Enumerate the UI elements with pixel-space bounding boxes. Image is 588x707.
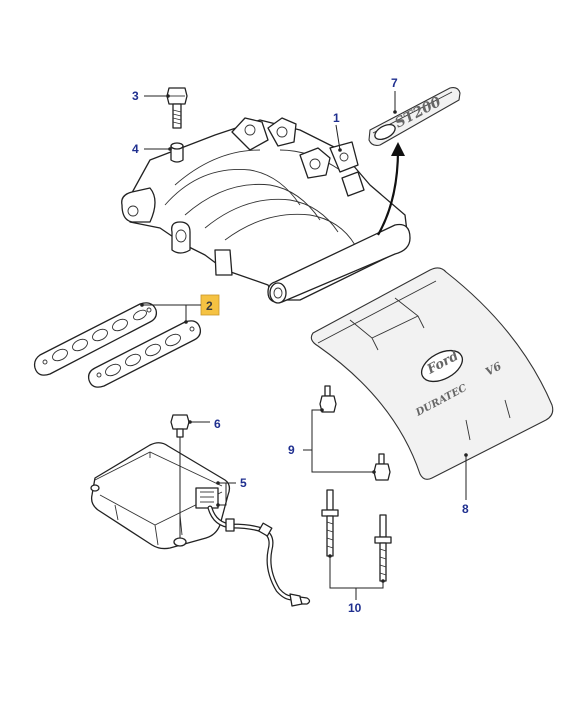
badge-part-7: ST200	[368, 87, 461, 146]
spacer-part-4	[170, 142, 184, 163]
callout-7: 7	[391, 76, 398, 90]
bolt-part-6	[170, 414, 190, 438]
callout-3: 3	[132, 89, 139, 103]
callout-10: 10	[348, 601, 362, 615]
callout-1: 1	[333, 111, 340, 125]
callout-5: 5	[240, 476, 247, 490]
stud-nut-lower	[373, 453, 391, 481]
stud-bolt-right	[374, 514, 392, 582]
callout-9: 9	[288, 443, 295, 457]
badge-arrow-head	[391, 142, 405, 156]
engine-cover: Ford DURATEC V6	[310, 267, 554, 480]
callout-2: 2	[206, 299, 213, 313]
gasket-upper	[33, 302, 158, 376]
callout-6: 6	[214, 417, 221, 431]
stud-bolt-left	[321, 489, 339, 557]
callout-8: 8	[462, 502, 469, 516]
callouts: 1 2 3 4 5 6 7 8 9	[132, 76, 469, 615]
callout-4: 4	[132, 142, 139, 156]
badge-arrow	[377, 149, 400, 236]
module-part-5	[90, 442, 311, 607]
intake-manifold	[121, 117, 411, 304]
stud-nut-upper	[319, 385, 337, 413]
gasket-lower	[87, 320, 202, 388]
bolt-part-3	[166, 87, 188, 129]
